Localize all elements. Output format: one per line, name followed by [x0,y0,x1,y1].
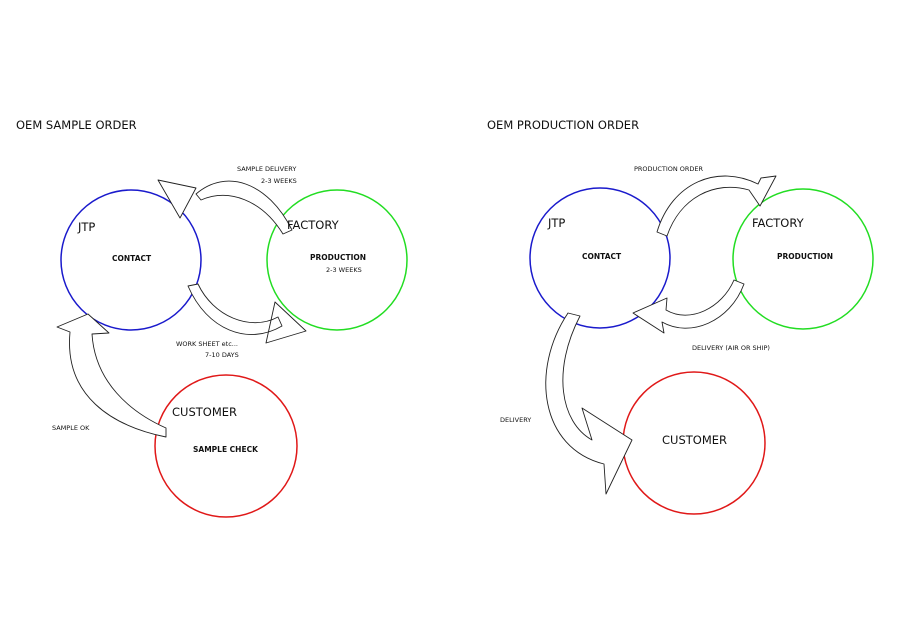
sample-delivery-label: SAMPLE DELIVERY [237,165,296,173]
sample-delivery-arrow [157,179,293,235]
sample-worksheet-label: WORK SHEET etc... [176,340,238,348]
production-factory-delivery-arrow [632,279,745,334]
sample-customer-circle [154,374,298,518]
production-factory-label: FACTORY [752,216,805,230]
production-order-diagram: OEM PRODUCTION ORDER JTP CONTACT FACTORY… [487,118,874,515]
production-customer-delivery-arrow [545,312,633,495]
production-order-title: OEM PRODUCTION ORDER [487,118,639,132]
sample-customer-label: CUSTOMER [172,405,237,419]
production-order-arrow [656,175,777,237]
sample-ok-arrow [56,313,167,438]
sample-order-diagram: OEM SAMPLE ORDER JTP CONTACT FACTORY PRO… [16,118,408,518]
sample-customer-role: SAMPLE CHECK [193,445,259,454]
production-factory-delivery-label: DELIVERY (AIR OR SHIP) [692,344,770,352]
sample-factory-label: FACTORY [287,218,340,232]
production-factory-role: PRODUCTION [777,252,833,261]
production-jtp-role: CONTACT [582,252,622,261]
production-customer-label: CUSTOMER [662,433,727,447]
sample-ok-label: SAMPLE OK [52,424,90,432]
sample-factory-duration: 2-3 WEEKS [326,266,362,274]
sample-jtp-circle [60,189,202,331]
production-jtp-label: JTP [547,216,565,230]
sample-factory-role: PRODUCTION [310,253,366,262]
sample-worksheet-arrow [187,283,307,344]
sample-jtp-role: CONTACT [112,254,152,263]
production-order-label: PRODUCTION ORDER [634,165,704,173]
production-customer-delivery-label: DELIVERY [500,416,531,424]
sample-order-title: OEM SAMPLE ORDER [16,118,137,132]
production-factory-circle [732,188,874,330]
sample-worksheet-duration: 7-10 DAYS [205,351,239,359]
production-jtp-circle [529,187,671,329]
sample-delivery-duration: 2-3 WEEKS [261,177,297,185]
sample-jtp-label: JTP [77,220,95,234]
sample-factory-circle [266,189,408,331]
